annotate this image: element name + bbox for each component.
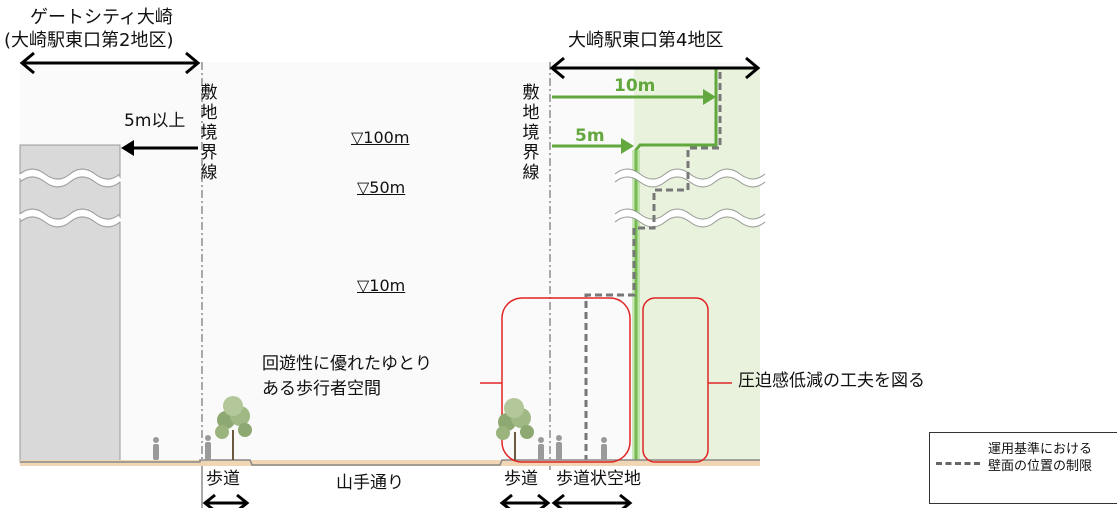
dimension-arrow-sidewalk-right	[499, 493, 551, 508]
level-100m: ▽100m	[351, 128, 410, 147]
break-mark-right-1	[613, 170, 767, 186]
setback-5m-label: 5m	[575, 126, 605, 146]
title-right: 大崎駅東口第4地区	[568, 30, 724, 51]
legend: 運用基準における 壁面の位置の制限	[929, 432, 1117, 504]
boundary-label-left: 敷地境界線	[200, 83, 218, 183]
break-mark-left-2-edge-a	[19, 208, 121, 220]
label-open-space: 歩道状空地	[556, 469, 641, 489]
callout-box-pedestrian	[501, 297, 631, 463]
break-mark-left-2-edge-b	[19, 216, 121, 228]
pedestrian-3	[538, 437, 544, 460]
boundary-label-right: 敷地境界線	[522, 83, 540, 183]
street-tree-right	[496, 398, 534, 460]
pedestrians	[153, 435, 607, 460]
break-mark-left-1	[18, 170, 122, 186]
callout-box-pressure	[642, 297, 709, 463]
pedestrian-5	[601, 437, 607, 460]
label-sidewalk-right: 歩道	[504, 469, 538, 489]
break-mark-right-1-edge-b	[614, 176, 766, 188]
legend-line2: 壁面の位置の制限	[988, 459, 1093, 474]
wall-position-line	[634, 68, 718, 462]
label-sidewalk-left: 歩道	[206, 469, 240, 489]
callout-pressure: 圧迫感低減の工夫を図る	[738, 371, 925, 391]
label-road: 山手通り	[336, 473, 404, 493]
dimension-arrow-open-space	[551, 493, 633, 508]
break-mark-left-2	[18, 210, 122, 226]
pedestrian-4	[556, 435, 562, 460]
road-profile	[20, 459, 760, 466]
level-10m: ▽10m	[357, 276, 406, 295]
break-mark-right-2	[613, 210, 767, 226]
title-left-line2: (大崎駅東口第2地区)	[4, 30, 174, 51]
pedestrian-2	[205, 435, 211, 460]
setback-arrow-left	[121, 140, 198, 156]
setback-arrow-10m	[552, 89, 716, 105]
title-left-line1: ゲートシティ大崎	[30, 7, 173, 28]
break-mark-right-2-edge-b	[614, 216, 766, 228]
wall-restriction-line	[584, 68, 722, 462]
dimension-arrow-right-district	[549, 56, 761, 80]
dimension-arrow-left-district	[19, 51, 201, 75]
break-mark-left-1-edge-b	[19, 176, 121, 188]
dimension-arrow-sidewalk-left	[202, 493, 250, 508]
callout-pedestrian-line2: ある歩行者空間	[262, 379, 381, 399]
street-tree-left	[215, 396, 252, 460]
legend-text: 運用基準における 壁面の位置の制限	[988, 441, 1092, 475]
break-mark-left-1-edge-a	[19, 168, 121, 180]
break-mark-right-1-edge-a	[614, 168, 766, 180]
ground	[20, 460, 760, 466]
setback-10m-label: 10m	[614, 76, 656, 96]
right-development-zone	[634, 68, 760, 462]
legend-line1: 運用基準における	[988, 442, 1093, 457]
pedestrian-1	[153, 437, 159, 460]
level-50m: ▽50m	[357, 178, 406, 197]
left-building	[19, 144, 121, 463]
setback-left-label: 5m以上	[124, 111, 186, 131]
break-mark-right-2-edge-a	[614, 208, 766, 220]
legend-dashed-line	[936, 462, 980, 465]
setback-arrow-5m	[552, 138, 634, 154]
callout-pedestrian-line1: 回遊性に優れたゆとり	[262, 354, 432, 374]
